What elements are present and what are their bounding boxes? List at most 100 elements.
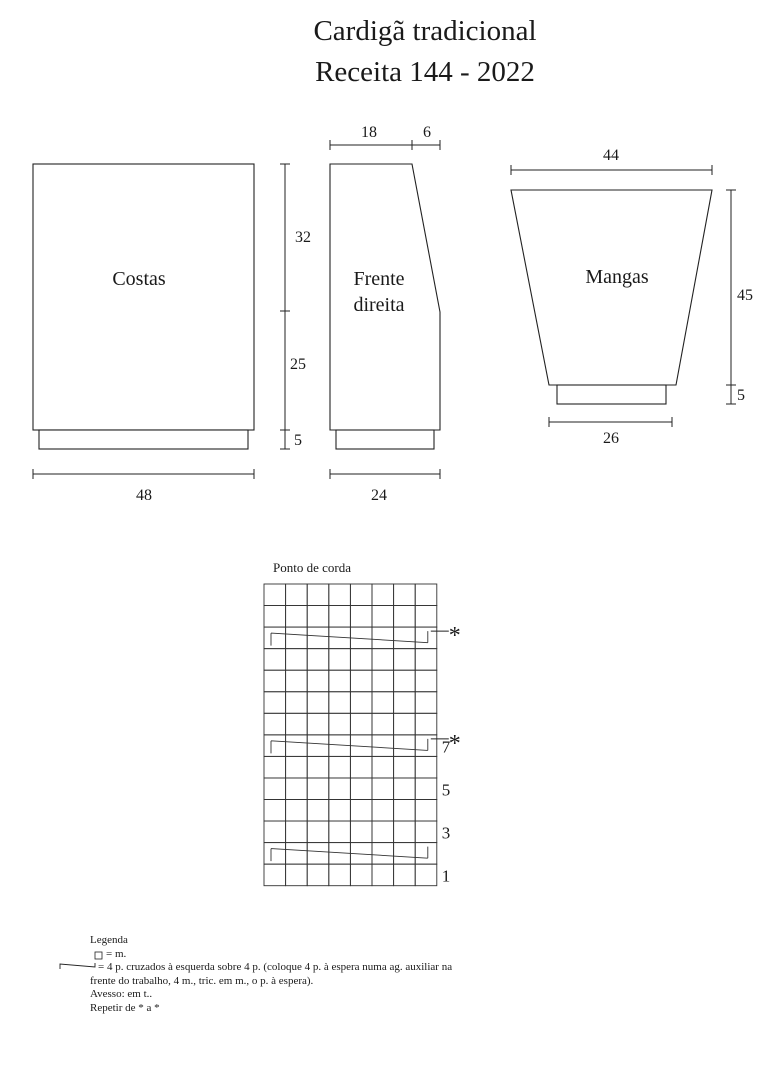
chart-cell	[349, 712, 373, 736]
chart-cell	[328, 605, 351, 628]
legend-cable-line2: frente do trabalho, 4 m., tric. em m., o…	[90, 974, 314, 987]
back-rib-label: 5	[294, 432, 302, 449]
sleeve-label: Mangas	[585, 266, 649, 288]
back-width-label: 48	[136, 487, 152, 504]
chart-cell	[263, 863, 287, 887]
front-width-label: 24	[371, 487, 387, 504]
chart-cell	[393, 605, 416, 628]
chart-cell	[393, 583, 416, 606]
stitch-chart-cables	[270, 631, 429, 862]
chart-cell	[285, 691, 308, 714]
chart-cell	[414, 605, 438, 628]
chart-cell	[328, 755, 351, 779]
chart-cell	[349, 799, 373, 822]
chart-cell	[306, 842, 330, 865]
chart-cell	[306, 799, 330, 822]
chart-cell	[371, 842, 395, 865]
cable-symbol-icon	[59, 963, 96, 969]
chart-cell	[393, 777, 416, 800]
chart-cell	[371, 583, 395, 606]
chart-cell	[349, 777, 373, 800]
front-body	[329, 163, 441, 431]
chart-cell	[306, 820, 330, 844]
chart-cell	[306, 605, 330, 628]
chart-cell	[371, 863, 395, 887]
chart-cell	[349, 820, 373, 844]
chart-cell	[393, 691, 416, 714]
chart-cell	[263, 777, 287, 800]
chart-cell	[393, 755, 416, 779]
stitch-chart-grid	[263, 583, 438, 887]
chart-cell	[306, 648, 330, 671]
back-body	[32, 163, 255, 431]
chart-cell	[349, 669, 373, 693]
front-label-line1: Frente	[353, 268, 404, 290]
pattern-subtitle: Receita 144 - 2022	[315, 56, 535, 88]
chart-cell	[414, 863, 438, 887]
chart-cell	[263, 842, 287, 865]
chart-cell	[349, 691, 373, 714]
chart-cell	[414, 799, 438, 822]
chart-cell	[414, 669, 438, 693]
chart-title: Ponto de corda	[273, 560, 351, 575]
sleeve-piece: Mangas 44 45 5 26	[510, 147, 753, 447]
chart-cell	[285, 799, 308, 822]
chart-cell	[285, 583, 308, 606]
chart-cell	[349, 648, 373, 671]
legend-title: Legenda	[90, 934, 128, 946]
chart-cell	[393, 648, 416, 671]
front-rib	[335, 429, 435, 450]
chart-cell	[328, 863, 351, 887]
chart-cell	[263, 669, 287, 693]
chart-cell	[263, 734, 287, 757]
sleeve-body	[510, 189, 713, 386]
sleeve-rib-label: 5	[737, 387, 745, 404]
chart-row-number: 1	[442, 867, 451, 886]
chart-cell	[349, 583, 373, 606]
chart-cell	[263, 605, 287, 628]
back-upper-height-label: 32	[295, 229, 311, 246]
chart-cell	[285, 755, 308, 779]
chart-cell	[328, 820, 351, 844]
repeat-marker: *	[449, 731, 461, 757]
chart-cell	[263, 648, 287, 671]
chart-cell	[285, 605, 308, 628]
sleeve-height-label: 45	[737, 287, 753, 304]
chart-cell	[328, 669, 351, 693]
chart-cell	[371, 669, 395, 693]
chart-cell	[285, 820, 308, 844]
chart-cell	[414, 583, 438, 606]
chart-cell	[328, 648, 351, 671]
back-piece: Costas 48 32 25 5	[32, 163, 311, 504]
chart-cell	[393, 669, 416, 693]
back-label: Costas	[112, 268, 166, 290]
cable-symbol	[270, 738, 429, 754]
chart-cell	[306, 712, 330, 736]
chart-cell	[285, 648, 308, 671]
legend-repeat: Repetir de * a *	[90, 1001, 160, 1014]
chart-cell	[414, 820, 438, 844]
back-lower-height-label: 25	[290, 356, 306, 373]
chart-cell	[285, 777, 308, 800]
chart-cell	[306, 626, 330, 650]
chart-row-number: 3	[442, 824, 451, 843]
chart-cell	[263, 799, 287, 822]
chart-cell	[393, 820, 416, 844]
chart-cell	[328, 712, 351, 736]
chart-cell	[285, 734, 308, 757]
chart-cell	[328, 799, 351, 822]
chart-cell	[328, 777, 351, 800]
front-top-width-label: 18	[361, 124, 377, 141]
repeat-marker: *	[449, 623, 461, 649]
front-label-line2: direita	[353, 294, 404, 316]
chart-cell	[285, 669, 308, 693]
legend-cable-line1: = 4 p. cruzados à esquerda sobre 4 p. (c…	[98, 961, 453, 973]
chart-cell	[263, 583, 287, 606]
sleeve-cuff	[556, 384, 667, 405]
chart-cell	[414, 842, 438, 865]
chart-cell	[328, 583, 351, 606]
front-neck-width-label: 6	[423, 124, 431, 141]
chart-cell	[306, 755, 330, 779]
chart-cell	[414, 734, 438, 757]
